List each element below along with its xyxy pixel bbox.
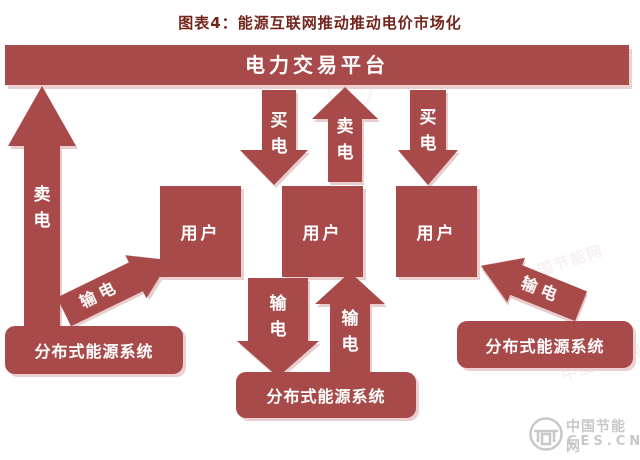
watermark-site-name: 中国节能网 [566,419,626,455]
arrow-label-buy: 买电 [270,111,288,158]
arrow-label-sell: 卖电 [336,117,354,164]
des-box-center: 分布式能源系统 [236,372,416,418]
arrow-shaft [410,90,446,151]
des-box-right: 分布式能源系统 [457,321,633,368]
power-trading-platform-bar: 电力交易平台 [5,45,629,85]
arrow-buy-down-right: 买电 [398,90,458,185]
arrow-buy-down-left: 买电 [240,90,308,185]
arrow-shaft [330,303,370,376]
arrow-down-head [398,150,458,185]
arrow-down-head [240,150,308,185]
user-box-3: 用户 [396,186,477,277]
arrow-up-head [8,86,76,146]
arrow-sell-up-middle: 卖电 [312,87,378,182]
watermark-domain: CES.CN [567,434,640,449]
ces-logo-icon [529,417,563,451]
arrow-sell-left-up: 卖电 [8,86,76,327]
arrow-label-transmit: 输电 [269,294,287,341]
arrow-shaft [262,90,296,151]
arrow-shaft [24,144,60,327]
arrow-label-sell: 卖电 [33,185,51,232]
arrow-label-transmit: 输电 [341,309,359,356]
user-box-2: 用户 [282,186,363,277]
arrow-up-head [312,87,378,119]
arrow-down-head [237,341,319,377]
figure-title: 图表4：能源互联网推动推动电价市场化 [178,14,462,32]
arrow-shaft [248,278,308,342]
arrow-shaft [328,118,362,182]
watermark: 中国节能网 CES.CN [528,412,640,458]
arrow-transmit-down: 输电 [237,278,319,377]
arrow-up-head [315,272,385,304]
user-box-1: 用户 [160,186,241,277]
des-box-left: 分布式能源系统 [5,326,183,374]
arrow-label-buy: 买电 [419,108,437,155]
arrow-transmit-up: 输电 [315,272,385,376]
